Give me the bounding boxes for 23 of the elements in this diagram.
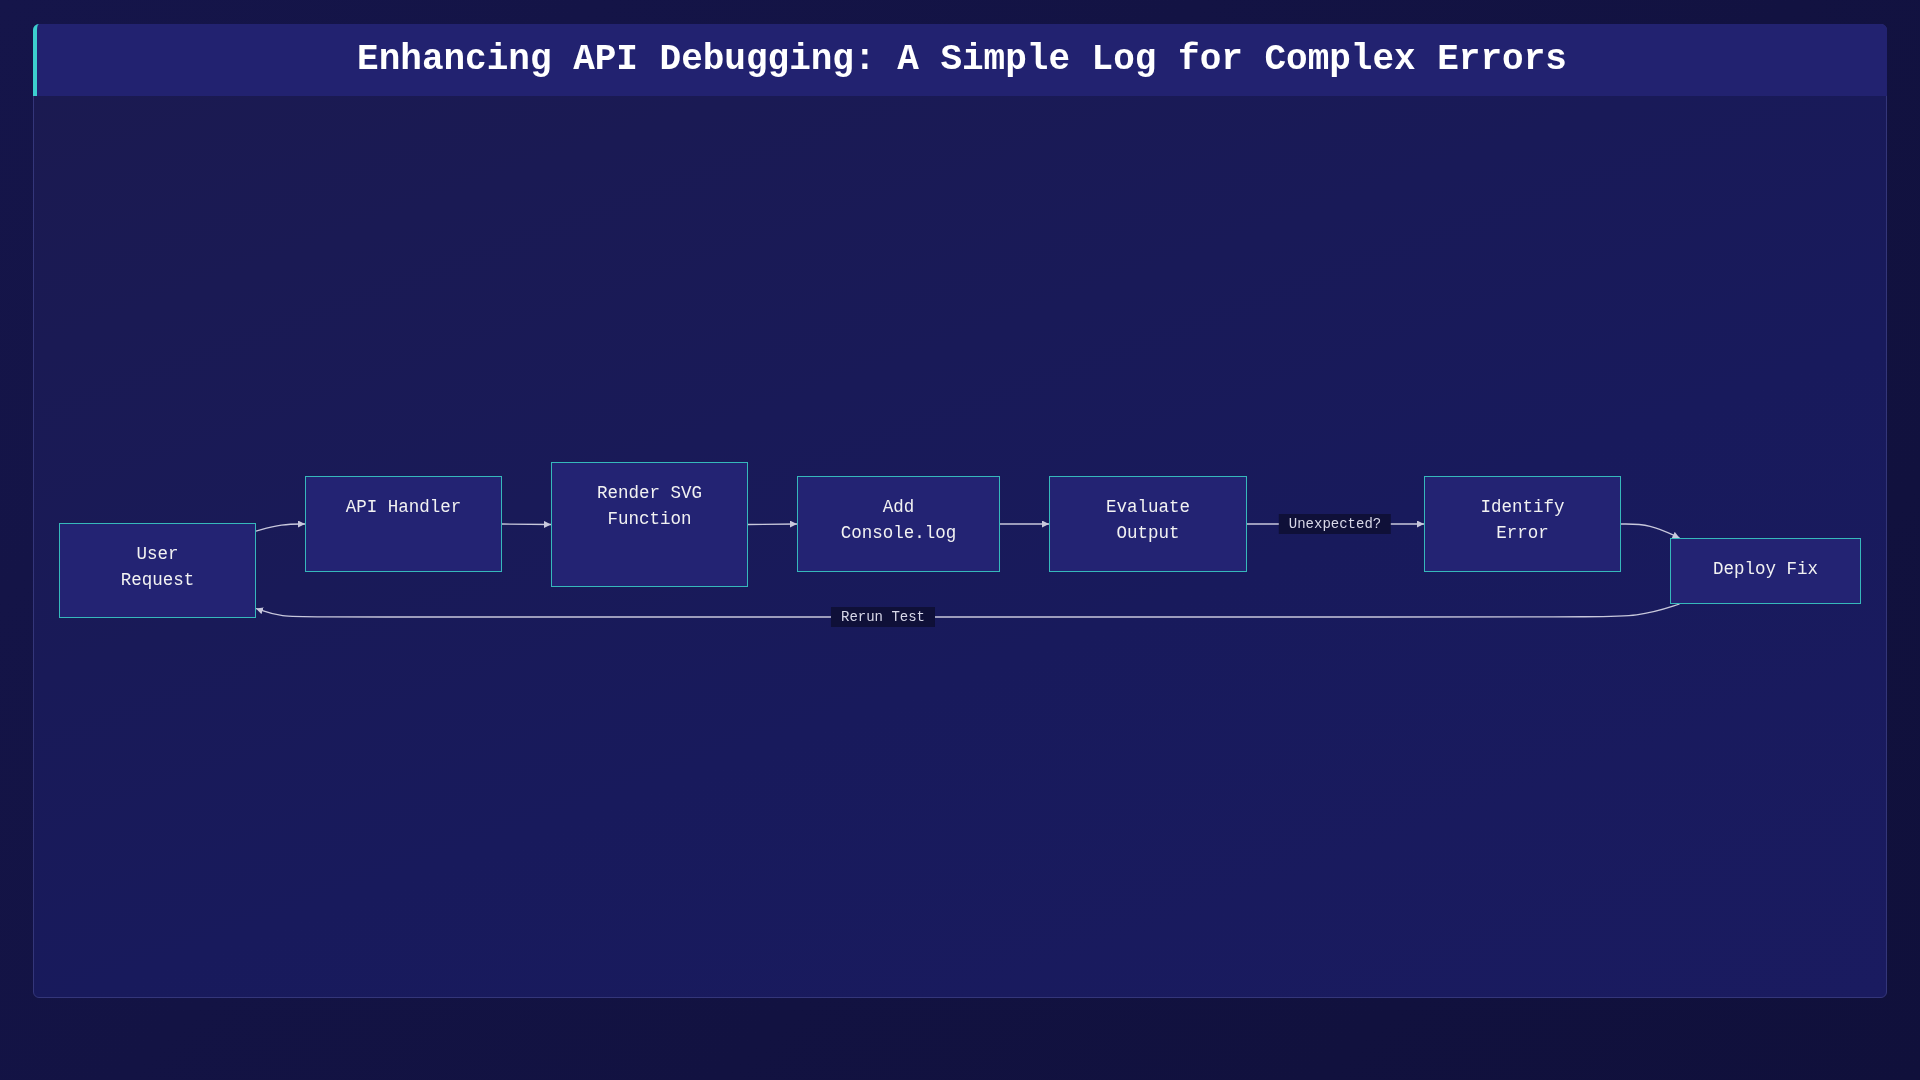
- node-label: Evaluate Output: [1105, 496, 1191, 545]
- process-box: [797, 476, 1000, 572]
- arrow: [1620, 523, 1681, 539]
- edge-label: Rerun Test: [831, 607, 935, 627]
- process-box: [1424, 476, 1621, 572]
- node-label: API Handler: [345, 496, 462, 519]
- node-label: Identify Error: [1479, 496, 1566, 545]
- process-box: [305, 476, 502, 572]
- node-label: User Request: [119, 543, 196, 592]
- arrow: [255, 603, 1681, 618]
- process-box: [59, 523, 256, 618]
- title: Enhancing API Debugging: A Simple Log for Complex Errors: [357, 38, 1567, 82]
- arrow: [999, 520, 1050, 528]
- process-box: [1049, 476, 1247, 572]
- node-label: Deploy Fix: [1713, 558, 1818, 581]
- edge-label: Unexpected?: [1278, 514, 1392, 534]
- arrow: [747, 520, 798, 528]
- process-box: [1670, 538, 1861, 604]
- arrow: [501, 520, 552, 528]
- process-box: [551, 462, 748, 587]
- node-label: Render SVG Function: [596, 482, 703, 531]
- node-label: Add Console.log: [839, 496, 958, 545]
- arrow: [255, 520, 306, 532]
